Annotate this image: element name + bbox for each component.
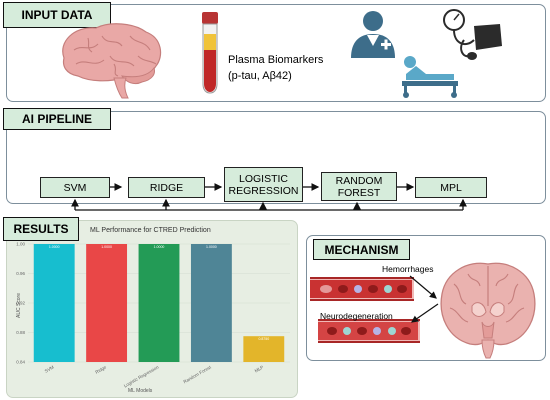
chart-y-tick-label: 0.84 (16, 360, 25, 365)
chart-data-label: 1.0000 (154, 245, 165, 249)
chart-bar (243, 336, 285, 362)
chart-y-tick-label: 1.00 (16, 242, 25, 247)
model-node-logistic-regression: LOGISTIC REGRESSION (224, 167, 303, 202)
blood-tube-icon (202, 12, 218, 94)
hemorrhages-label: Hemorrhages (382, 264, 434, 274)
model-node-ridge: RIDGE (128, 177, 205, 198)
blood-pressure-icon (443, 9, 502, 60)
chart-y-tick-label: 0.88 (16, 330, 25, 335)
chart-x-tick-label: SVM (44, 364, 55, 373)
chart-y-tick-label: 0.92 (16, 301, 25, 306)
neurodegeneration-label: Neurodegeneration (320, 311, 393, 321)
chart-data-label: 0.8750 (258, 337, 269, 341)
chart-x-tick-label: MLP (254, 365, 265, 374)
chart-x-axis-label: ML Models (128, 388, 153, 394)
chart-bar (190, 244, 232, 362)
model-node-random-forest: RANDOM FOREST (321, 172, 397, 201)
chart-bar (138, 244, 180, 362)
ai-pipeline-label: AI PIPELINE (3, 108, 111, 130)
model-node-mpl: MPL (415, 177, 487, 198)
chart-data-label: 1.0000 (101, 245, 112, 249)
chart-x-tick-label: Ridge (94, 364, 107, 374)
input-data-label: INPUT DATA (3, 2, 111, 28)
patient-bed-icon (402, 56, 458, 98)
brain-icon (62, 23, 162, 99)
blood-vessel-illustration (310, 277, 420, 343)
results-label: RESULTS (3, 217, 79, 241)
mechanism-label: MECHANISM (313, 239, 410, 260)
chart-title: ML Performance for CTRED Prediction (90, 227, 211, 234)
biomarker-title: Plasma Biomarkers (228, 54, 324, 66)
chart-bar (33, 244, 75, 362)
doctor-icon (351, 11, 395, 58)
chart-data-label: 1.0000 (49, 245, 60, 249)
model-node-svm: SVM (40, 177, 110, 198)
chart-data-label: 1.0000 (206, 245, 217, 249)
coronal-brain-icon (440, 262, 536, 359)
chart-bar (86, 244, 128, 362)
biomarker-detail: (p-tau, Aβ42) (228, 70, 292, 82)
chart-y-tick-label: 0.96 (16, 271, 25, 276)
